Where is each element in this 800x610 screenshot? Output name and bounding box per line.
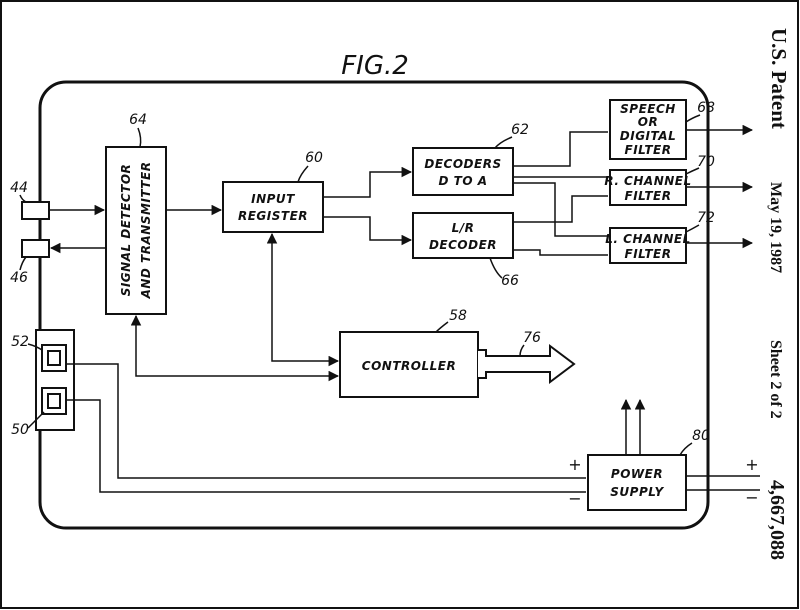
speech-filter-label-2: OR xyxy=(638,115,658,129)
speech-filter-label-1: SPEECH xyxy=(620,102,676,116)
speech-filter-block: SPEECH OR DIGITAL FILTER xyxy=(609,99,687,160)
leader-50 xyxy=(27,411,45,429)
ref-76: 76 xyxy=(523,330,541,346)
r-filter-label-2: FILTER xyxy=(625,189,672,203)
signal-detector-label-1: SIGNAL DETECTOR xyxy=(119,164,133,297)
wire-60-to-58 xyxy=(266,232,340,367)
leader-62 xyxy=(494,136,513,149)
leader-58 xyxy=(435,321,449,333)
ref-62: 62 xyxy=(511,122,529,138)
wire-66-to-70 xyxy=(513,195,608,223)
lr-decoder-block: L/R DECODER xyxy=(412,212,514,259)
polarity-minus-out: − xyxy=(745,488,758,507)
input-register-label-1: INPUT xyxy=(251,192,295,206)
power-supply-block: POWER SUPPLY xyxy=(587,454,687,511)
ref-46: 46 xyxy=(10,270,28,286)
r-channel-filter-block: R. CHANNEL FILTER xyxy=(604,169,691,206)
ref-44: 44 xyxy=(10,180,28,196)
controller-label: CONTROLLER xyxy=(362,359,456,373)
power-supply-label-2: SUPPLY xyxy=(610,485,664,499)
ref-72: 72 xyxy=(697,210,715,226)
wire-60-to-66 xyxy=(323,216,413,246)
input-port-44 xyxy=(21,201,50,220)
leader-52 xyxy=(27,343,43,351)
speech-filter-label-4: FILTER xyxy=(625,143,672,157)
decoders-label-2: D TO A xyxy=(439,174,488,188)
wire-62-to-68 xyxy=(513,131,608,167)
header-sheet: Sheet 2 of 2 xyxy=(767,340,784,419)
ref-58: 58 xyxy=(449,308,467,324)
l-channel-filter-block: L. CHANNEL FILTER xyxy=(605,227,690,264)
wire-66-to-72 xyxy=(513,249,608,256)
polarity-minus-in: − xyxy=(568,489,581,508)
ref-60: 60 xyxy=(305,150,323,166)
polarity-plus-out: + xyxy=(745,455,758,474)
l-filter-label-2: FILTER xyxy=(625,247,672,261)
r-filter-label-1: R. CHANNEL xyxy=(604,174,691,188)
leader-76 xyxy=(519,344,525,357)
ref-68: 68 xyxy=(697,100,715,116)
signal-detector-label-2: AND TRANSMITTER xyxy=(139,162,153,300)
controller-block: CONTROLLER xyxy=(339,331,479,398)
ref-52: 52 xyxy=(11,334,29,350)
decoders-label-1: DECODERS xyxy=(424,157,501,171)
leader-44 xyxy=(19,194,27,203)
header-date: May 19, 1987 xyxy=(767,182,784,273)
lr-decoder-label-1: L/R xyxy=(452,221,475,235)
ref-70: 70 xyxy=(697,154,715,170)
device-enclosure xyxy=(38,80,710,530)
polarity-plus-in: + xyxy=(568,455,581,474)
leader-60 xyxy=(297,165,309,183)
speech-filter-label-3: DIGITAL xyxy=(620,129,676,143)
leader-66 xyxy=(489,257,503,279)
ref-80: 80 xyxy=(692,428,710,444)
leader-46 xyxy=(19,256,27,271)
signal-detector-block: SIGNAL DETECTOR AND TRANSMITTER xyxy=(105,146,167,315)
header-patent-number: 4,667,088 xyxy=(766,480,788,560)
leader-64 xyxy=(137,127,142,148)
wire-minus-rail xyxy=(66,399,586,493)
input-register-block: INPUT REGISTER xyxy=(222,181,324,233)
wire-62-to-72 xyxy=(513,182,608,237)
power-supply-label-1: POWER xyxy=(611,467,663,481)
input-register-label-2: REGISTER xyxy=(238,209,308,223)
leader-68 xyxy=(685,114,701,123)
wire-plus-rail xyxy=(66,363,586,479)
l-filter-label-1: L. CHANNEL xyxy=(605,232,690,246)
header-office: U.S. Patent xyxy=(767,28,791,129)
lr-decoder-label-2: DECODER xyxy=(429,238,497,252)
leader-72 xyxy=(685,224,700,233)
ref-50: 50 xyxy=(11,422,29,438)
output-port-46 xyxy=(21,239,50,258)
data-bus-76 xyxy=(478,344,576,384)
ref-66: 66 xyxy=(501,273,519,289)
leader-70 xyxy=(685,167,700,175)
decoders-block: DECODERS D TO A xyxy=(412,147,514,196)
wire-58-to-64 xyxy=(130,314,340,382)
wire-60-to-62 xyxy=(323,166,413,198)
leader-80 xyxy=(679,442,693,456)
ref-64: 64 xyxy=(129,112,147,128)
figure-title: FIG.2 xyxy=(341,51,409,81)
